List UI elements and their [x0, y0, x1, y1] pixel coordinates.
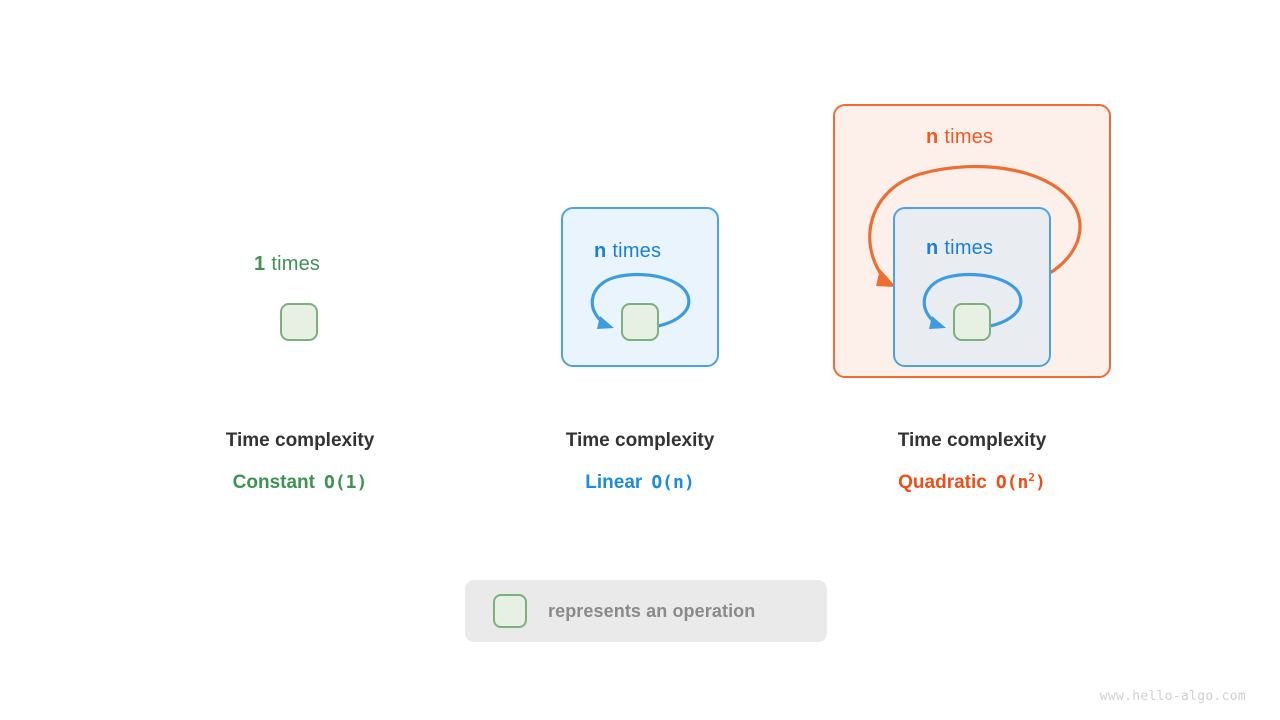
quadratic-inner-loop-panel	[893, 207, 1051, 367]
caption-linear: Time complexity Linear O(n)	[540, 430, 740, 494]
caption-title-constant: Time complexity	[225, 430, 375, 451]
caption-title-quadratic: Time complexity	[897, 430, 1047, 451]
watermark: www.hello-algo.com	[1099, 689, 1246, 704]
caption-constant: Time complexity Constant O(1)	[200, 430, 400, 494]
caption-value-quadratic: Quadratic O(n2)	[872, 471, 1072, 494]
legend-swatch-operation-box	[493, 594, 527, 628]
caption-title-linear: Time complexity	[565, 430, 715, 451]
caption-quadratic: Time complexity Quadratic O(n2)	[872, 430, 1072, 494]
constant-count: 1	[254, 253, 266, 275]
big-o-quadratic-exponent: 2	[1028, 470, 1035, 484]
quadratic-outer-times-word: times	[944, 126, 994, 148]
linear-loop-panel	[561, 207, 719, 367]
constant-times-word: times	[271, 253, 321, 275]
operation-box-quadratic	[953, 303, 991, 341]
big-o-linear: O(n)	[651, 471, 695, 493]
caption-value-constant: Constant O(1)	[200, 471, 400, 494]
linear-times-word: times	[612, 240, 662, 262]
big-o-quadratic-base: O(n	[995, 471, 1029, 493]
legend-label: represents an operation	[548, 600, 756, 621]
operation-box-linear	[621, 303, 659, 341]
operation-box-constant	[280, 303, 318, 341]
linear-count: n	[594, 240, 607, 262]
quadratic-inner-times-word: times	[944, 237, 994, 259]
complexity-name-linear: Linear	[585, 471, 643, 493]
big-o-quadratic-suffix: )	[1035, 471, 1046, 493]
quadratic-inner-count: n	[926, 237, 939, 259]
caption-value-linear: Linear O(n)	[540, 471, 740, 494]
complexity-name-quadratic: Quadratic	[898, 471, 987, 493]
quadratic-outer-count: n	[926, 126, 939, 148]
big-o-constant: O(1)	[323, 471, 368, 493]
big-o-quadratic: O(n2)	[996, 472, 1046, 493]
complexity-name-constant: Constant	[232, 471, 315, 493]
legend: represents an operation	[465, 580, 827, 642]
